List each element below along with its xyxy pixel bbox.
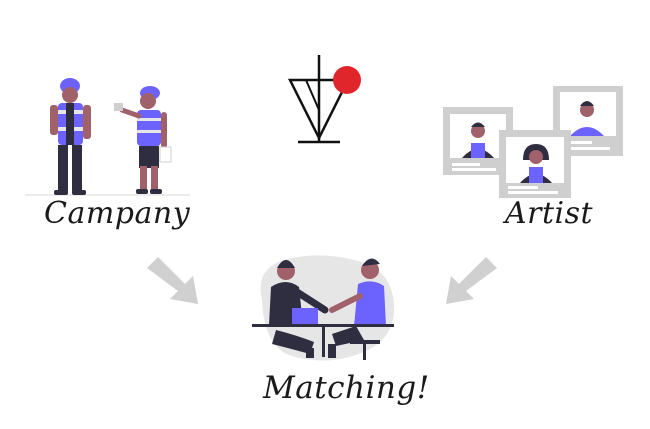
artist-illustration — [443, 86, 623, 198]
logo-red-dot — [333, 66, 361, 94]
arrow-down-right-icon — [147, 257, 198, 304]
matching-illustration — [252, 255, 395, 361]
company-label: Campany — [44, 196, 191, 231]
profile-card-2 — [553, 86, 623, 156]
artist-label: Artist — [505, 196, 594, 231]
arrow-down-left-icon — [446, 257, 497, 304]
worker-1 — [50, 78, 91, 195]
table-top — [252, 324, 394, 327]
profile-card-3 — [499, 130, 571, 198]
company-illustration — [25, 78, 190, 196]
matching-label: Matching! — [263, 370, 430, 406]
laptop-icon — [292, 308, 318, 326]
trident-logo-icon — [287, 55, 361, 144]
worker-2 — [114, 86, 172, 194]
